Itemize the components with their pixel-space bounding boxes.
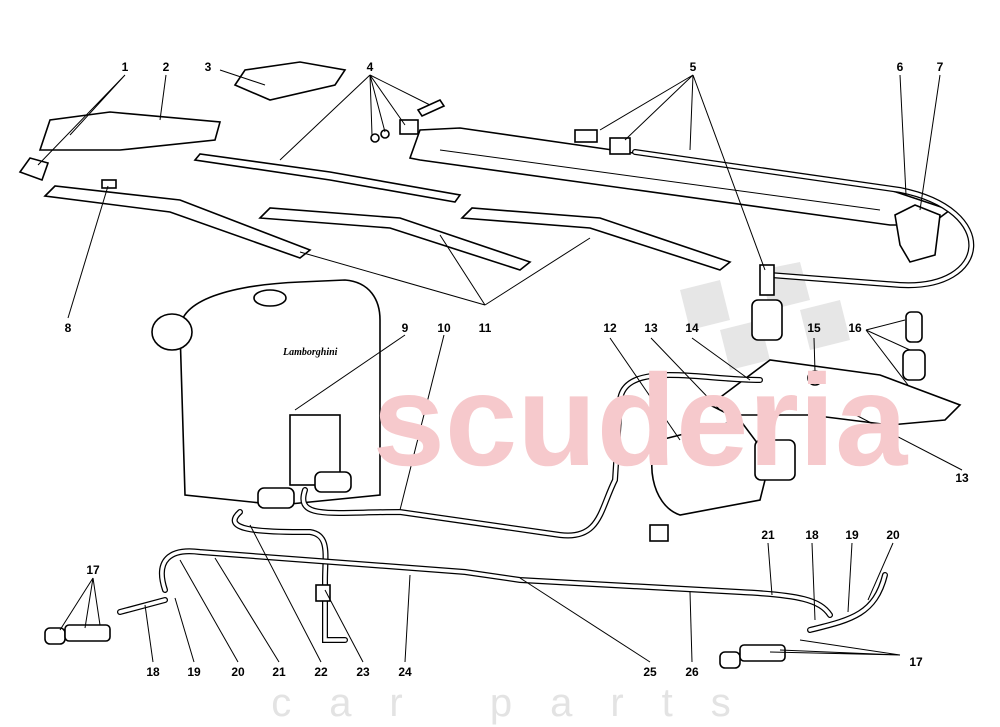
callout-5: 5: [690, 60, 697, 74]
washer-hoses: [117, 372, 888, 643]
callout-3: 3: [205, 60, 212, 74]
callout-13b: 13: [955, 471, 969, 485]
callout-19: 19: [187, 665, 201, 679]
callout-6: 6: [897, 60, 904, 74]
callout-22: 22: [314, 665, 328, 679]
callout-18: 18: [146, 665, 160, 679]
callout-7: 7: [937, 60, 944, 74]
callout-26: 26: [685, 665, 699, 679]
leader-lines: [37, 69, 963, 663]
callout-9: 9: [402, 321, 409, 335]
callout-19b: 19: [845, 528, 859, 542]
motor-mount: [708, 204, 962, 426]
callout-17b: 17: [909, 655, 923, 669]
callout-8: 8: [65, 321, 72, 335]
callout-20b: 20: [886, 528, 900, 542]
callout-14: 14: [685, 321, 699, 335]
wiper-blades: [43, 179, 732, 271]
callout-4: 4: [367, 60, 374, 74]
watermark-tagline: car parts: [271, 681, 769, 725]
callout-25: 25: [643, 665, 657, 679]
callout-17: 17: [86, 563, 100, 577]
callout-12: 12: [603, 321, 617, 335]
callout-16: 16: [848, 321, 862, 335]
callout-1: 1: [122, 60, 129, 74]
wiper-motor: [649, 419, 796, 542]
callout-20: 20: [231, 665, 245, 679]
callout-10: 10: [437, 321, 451, 335]
callout-24: 24: [398, 665, 412, 679]
callout-21b: 21: [761, 528, 775, 542]
callout-18b: 18: [805, 528, 819, 542]
callout-11: 11: [479, 321, 492, 335]
callout-labels: 1 2 3 4 5 6 7 8 9 10 11 12 13 14 15 16 1…: [65, 60, 969, 679]
callout-15: 15: [807, 321, 821, 335]
callout-23: 23: [356, 665, 370, 679]
callout-2: 2: [163, 60, 170, 74]
wiper-arm-cover: [18, 61, 347, 182]
callout-13: 13: [644, 321, 658, 335]
hose-nozzles: [44, 584, 786, 669]
callout-21: 21: [272, 665, 286, 679]
washer-fluid-tank: Lamborghini: [151, 279, 381, 509]
tank-logo-text: Lamborghini: [282, 347, 338, 358]
